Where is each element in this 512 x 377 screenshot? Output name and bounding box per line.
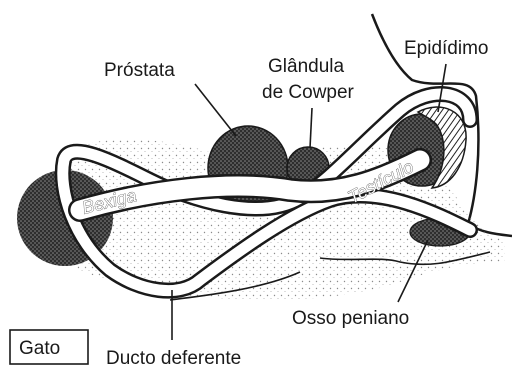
label-prostate: Próstata bbox=[104, 60, 175, 81]
label-cowper-line2: de Cowper bbox=[262, 82, 355, 103]
label-penile-bone: Osso peniano bbox=[292, 308, 409, 329]
label-vas-deferens: Ducto deferente bbox=[106, 348, 241, 369]
leader-cowper bbox=[310, 108, 312, 148]
leader-prostate bbox=[195, 84, 236, 136]
species-tag-label: Gato bbox=[19, 338, 60, 359]
label-epididymis: Epidídimo bbox=[404, 38, 489, 59]
label-cowper-line1: Glândula bbox=[268, 56, 344, 77]
